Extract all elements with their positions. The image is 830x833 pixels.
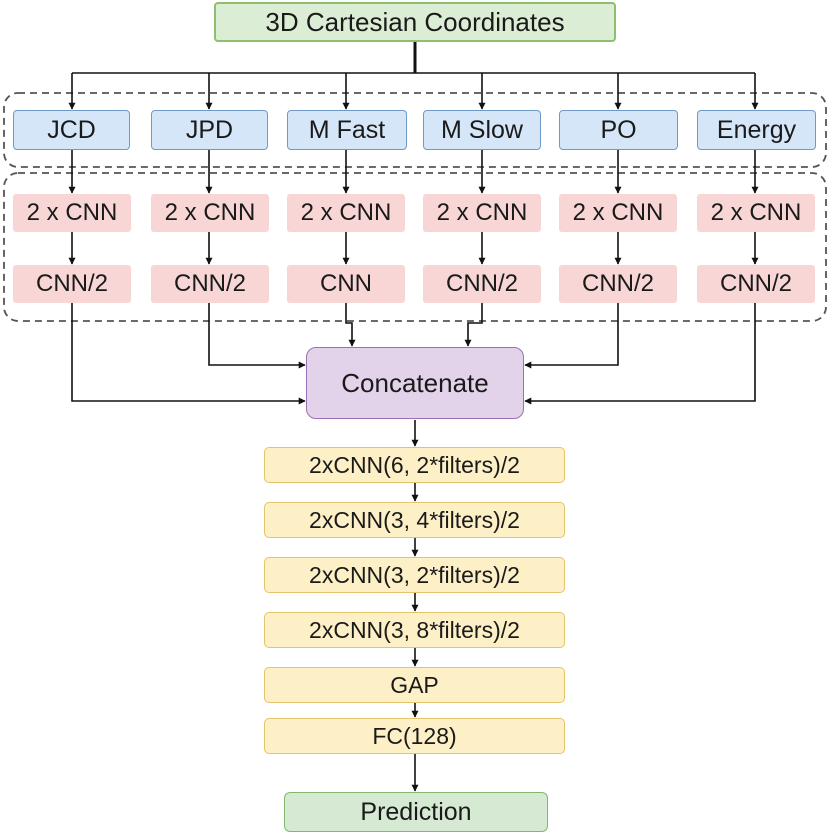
stack-layer-2: 2xCNN(3, 4*filters)/2 — [264, 502, 565, 538]
energy-to-concatenate-arrow — [524, 303, 756, 405]
jpd-to-concatenate-arrow — [208, 303, 306, 369]
feature-node-jpd: JPD — [151, 110, 268, 150]
branch-energy-cnn: CNN/2 — [697, 265, 815, 303]
m-slow-to-concatenate-arrow — [464, 303, 483, 347]
input-node: 3D Cartesian Coordinates — [214, 2, 616, 42]
cnn-label: 2 x CNN — [436, 199, 528, 226]
feature-label: JPD — [185, 115, 234, 144]
cnn-label: 2 x CNN — [164, 199, 256, 226]
stack-layer-4: 2xCNN(3, 8*filters)/2 — [264, 612, 565, 648]
feature-label: M Fast — [308, 115, 386, 144]
branch-jcd-cnn: CNN/2 — [13, 265, 131, 303]
feature-label: JCD — [47, 115, 96, 144]
cnn-label: CNN — [320, 270, 372, 297]
prediction-node: Prediction — [284, 792, 548, 832]
stack-layer-label: 2xCNN(3, 4*filters)/2 — [309, 506, 520, 533]
feature-group-outline — [3, 92, 827, 168]
branch-m-slow-cnn: CNN/2 — [423, 265, 541, 303]
input-label: 3D Cartesian Coordinates — [265, 6, 565, 37]
stack-layer-label: 2xCNN(3, 8*filters)/2 — [309, 616, 520, 643]
cnn-label: CNN/2 — [35, 270, 108, 297]
cnn-group-outline — [3, 172, 827, 322]
concatenate-node: Concatenate — [306, 347, 524, 419]
po-to-concatenate-arrow — [524, 303, 619, 369]
stack-layer-label: FC(128) — [372, 722, 457, 749]
branch-jcd-double-cnn: 2 x CNN — [13, 194, 131, 232]
stack-layer-label: 2xCNN(3, 2*filters)/2 — [309, 561, 520, 588]
feature-node-po: PO — [559, 110, 678, 150]
cnn-label: 2 x CNN — [26, 199, 118, 226]
stack-layer-1: 2xCNN(6, 2*filters)/2 — [264, 447, 565, 483]
jcd-to-concatenate-arrow — [71, 303, 306, 405]
cnn-label: 2 x CNN — [572, 199, 664, 226]
branch-po-cnn: CNN/2 — [559, 265, 677, 303]
gap-layer: GAP — [264, 667, 565, 703]
feature-label: PO — [600, 115, 637, 144]
branch-m-slow-double-cnn: 2 x CNN — [423, 194, 541, 232]
branch-m-fast-cnn: CNN — [287, 265, 405, 303]
stack-layer-label: 2xCNN(6, 2*filters)/2 — [309, 451, 520, 478]
branch-po-double-cnn: 2 x CNN — [559, 194, 677, 232]
cnn-label: CNN/2 — [719, 270, 792, 297]
stack-layer-3: 2xCNN(3, 2*filters)/2 — [264, 557, 565, 593]
stack-layer-label: GAP — [390, 671, 439, 698]
feature-node-m-fast: M Fast — [287, 110, 407, 150]
prediction-label: Prediction — [360, 797, 472, 826]
branch-energy-double-cnn: 2 x CNN — [697, 194, 815, 232]
cnn-label: CNN/2 — [445, 270, 518, 297]
feature-label: M Slow — [441, 115, 523, 144]
branch-m-fast-double-cnn: 2 x CNN — [287, 194, 405, 232]
cnn-label: CNN/2 — [581, 270, 654, 297]
cnn-label: 2 x CNN — [300, 199, 392, 226]
feature-node-m-slow: M Slow — [423, 110, 541, 150]
feature-node-jcd: JCD — [13, 110, 130, 150]
cnn-label: 2 x CNN — [710, 199, 802, 226]
m-fast-to-concatenate-arrow — [345, 303, 356, 347]
feature-label: Energy — [716, 115, 797, 144]
branch-jpd-double-cnn: 2 x CNN — [151, 194, 269, 232]
concatenate-label: Concatenate — [341, 367, 489, 398]
feature-node-energy: Energy — [697, 110, 816, 150]
fc-layer: FC(128) — [264, 718, 565, 754]
cnn-label: CNN/2 — [173, 270, 246, 297]
branch-jpd-cnn: CNN/2 — [151, 265, 269, 303]
